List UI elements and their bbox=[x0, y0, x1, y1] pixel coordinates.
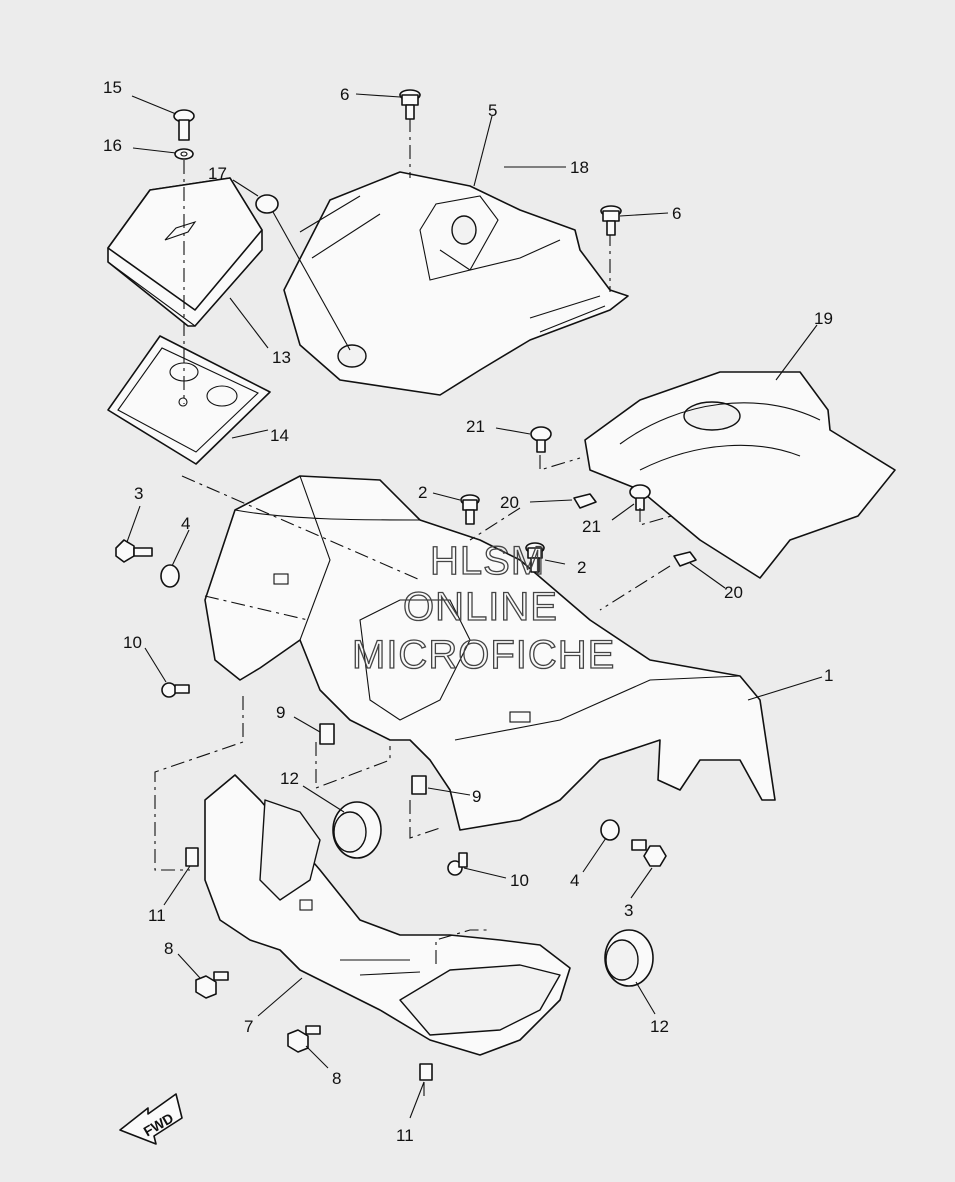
callout-labels: 15 16 17 6 5 18 6 19 13 14 21 2 20 21 3 … bbox=[103, 78, 833, 1145]
part-20-clip-b bbox=[673, 551, 697, 567]
part-13-cover bbox=[107, 177, 263, 327]
callout-15: 15 bbox=[103, 78, 122, 97]
part-5-front-cover bbox=[283, 118, 629, 396]
callout-7: 7 bbox=[244, 1017, 253, 1036]
watermark: HLSM ONLINE MICROFICHE bbox=[351, 538, 615, 677]
callout-20-b: 20 bbox=[724, 583, 743, 602]
watermark-line-3: MICROFICHE bbox=[352, 633, 615, 677]
part-2-bolt-b bbox=[525, 542, 545, 573]
callout-8-a: 8 bbox=[164, 939, 173, 958]
callout-1: 1 bbox=[824, 666, 833, 685]
part-15-screw bbox=[173, 109, 195, 141]
callout-21-a: 21 bbox=[466, 417, 485, 436]
part-14-plate bbox=[107, 335, 271, 465]
part-1-main-fender bbox=[181, 475, 776, 831]
part-11-clip-a bbox=[185, 847, 199, 867]
callout-10-left: 10 bbox=[123, 633, 142, 652]
callout-4-left: 4 bbox=[181, 514, 190, 533]
part-10-screw-right bbox=[447, 852, 468, 876]
callout-2-b: 2 bbox=[577, 558, 586, 577]
callout-3-right: 3 bbox=[624, 901, 633, 920]
callout-17: 17 bbox=[208, 164, 227, 183]
part-10-screw-left bbox=[161, 682, 190, 698]
fwd-arrow-icon: FWD bbox=[119, 1093, 183, 1145]
part-19-rear-cover bbox=[584, 371, 896, 579]
callout-12-left: 12 bbox=[280, 769, 299, 788]
watermark-line-1: HLSM bbox=[430, 539, 545, 583]
part-2-bolt-a bbox=[460, 494, 480, 525]
part-12-lamp-left bbox=[332, 801, 382, 859]
callout-21-b: 21 bbox=[582, 517, 601, 536]
leader-lines bbox=[126, 93, 823, 1119]
callout-6-top: 6 bbox=[340, 85, 349, 104]
part-4-grommet-left bbox=[160, 564, 180, 588]
callout-9-b: 9 bbox=[472, 787, 481, 806]
part-7-front-grille bbox=[204, 774, 571, 1056]
callout-12-right: 12 bbox=[650, 1017, 669, 1036]
callout-11-b: 11 bbox=[396, 1126, 414, 1145]
part-21-screw-b bbox=[629, 484, 651, 511]
part-4-grommet-right bbox=[600, 819, 620, 841]
callout-2-a: 2 bbox=[418, 483, 427, 502]
callout-11-a: 11 bbox=[148, 906, 166, 925]
part-11-clip-b bbox=[419, 1063, 433, 1081]
part-3-bolt-right bbox=[631, 839, 667, 867]
watermark-line-2: ONLINE bbox=[403, 585, 558, 629]
callout-9-a: 9 bbox=[276, 703, 285, 722]
callout-16: 16 bbox=[103, 136, 122, 155]
part-3-bolt-left bbox=[115, 539, 153, 563]
callout-6-right: 6 bbox=[672, 204, 681, 223]
callout-8-b: 8 bbox=[332, 1069, 341, 1088]
part-9-clip-a bbox=[319, 723, 335, 745]
construction-lines bbox=[154, 455, 676, 1096]
part-8-bolt-a bbox=[195, 971, 229, 999]
part-12-lamp-right bbox=[604, 929, 654, 987]
part-6-bolt-top bbox=[399, 89, 421, 120]
part-6-bolt-right bbox=[600, 205, 622, 236]
callout-13: 13 bbox=[272, 348, 291, 367]
callout-19: 19 bbox=[814, 309, 833, 328]
part-20-clip-a bbox=[573, 493, 597, 509]
part-17-decal bbox=[255, 194, 279, 214]
callout-5: 5 bbox=[488, 101, 497, 120]
callout-18: 18 bbox=[570, 158, 589, 177]
part-21-screw-a bbox=[530, 426, 552, 453]
callout-14: 14 bbox=[270, 426, 289, 445]
callout-3-left: 3 bbox=[134, 484, 143, 503]
callout-4-right: 4 bbox=[570, 871, 579, 890]
part-8-bolt-b bbox=[287, 1025, 321, 1053]
callout-20-a: 20 bbox=[500, 493, 519, 512]
part-9-clip-b bbox=[411, 775, 427, 795]
callout-10-right: 10 bbox=[510, 871, 529, 890]
part-16-washer bbox=[174, 148, 194, 160]
